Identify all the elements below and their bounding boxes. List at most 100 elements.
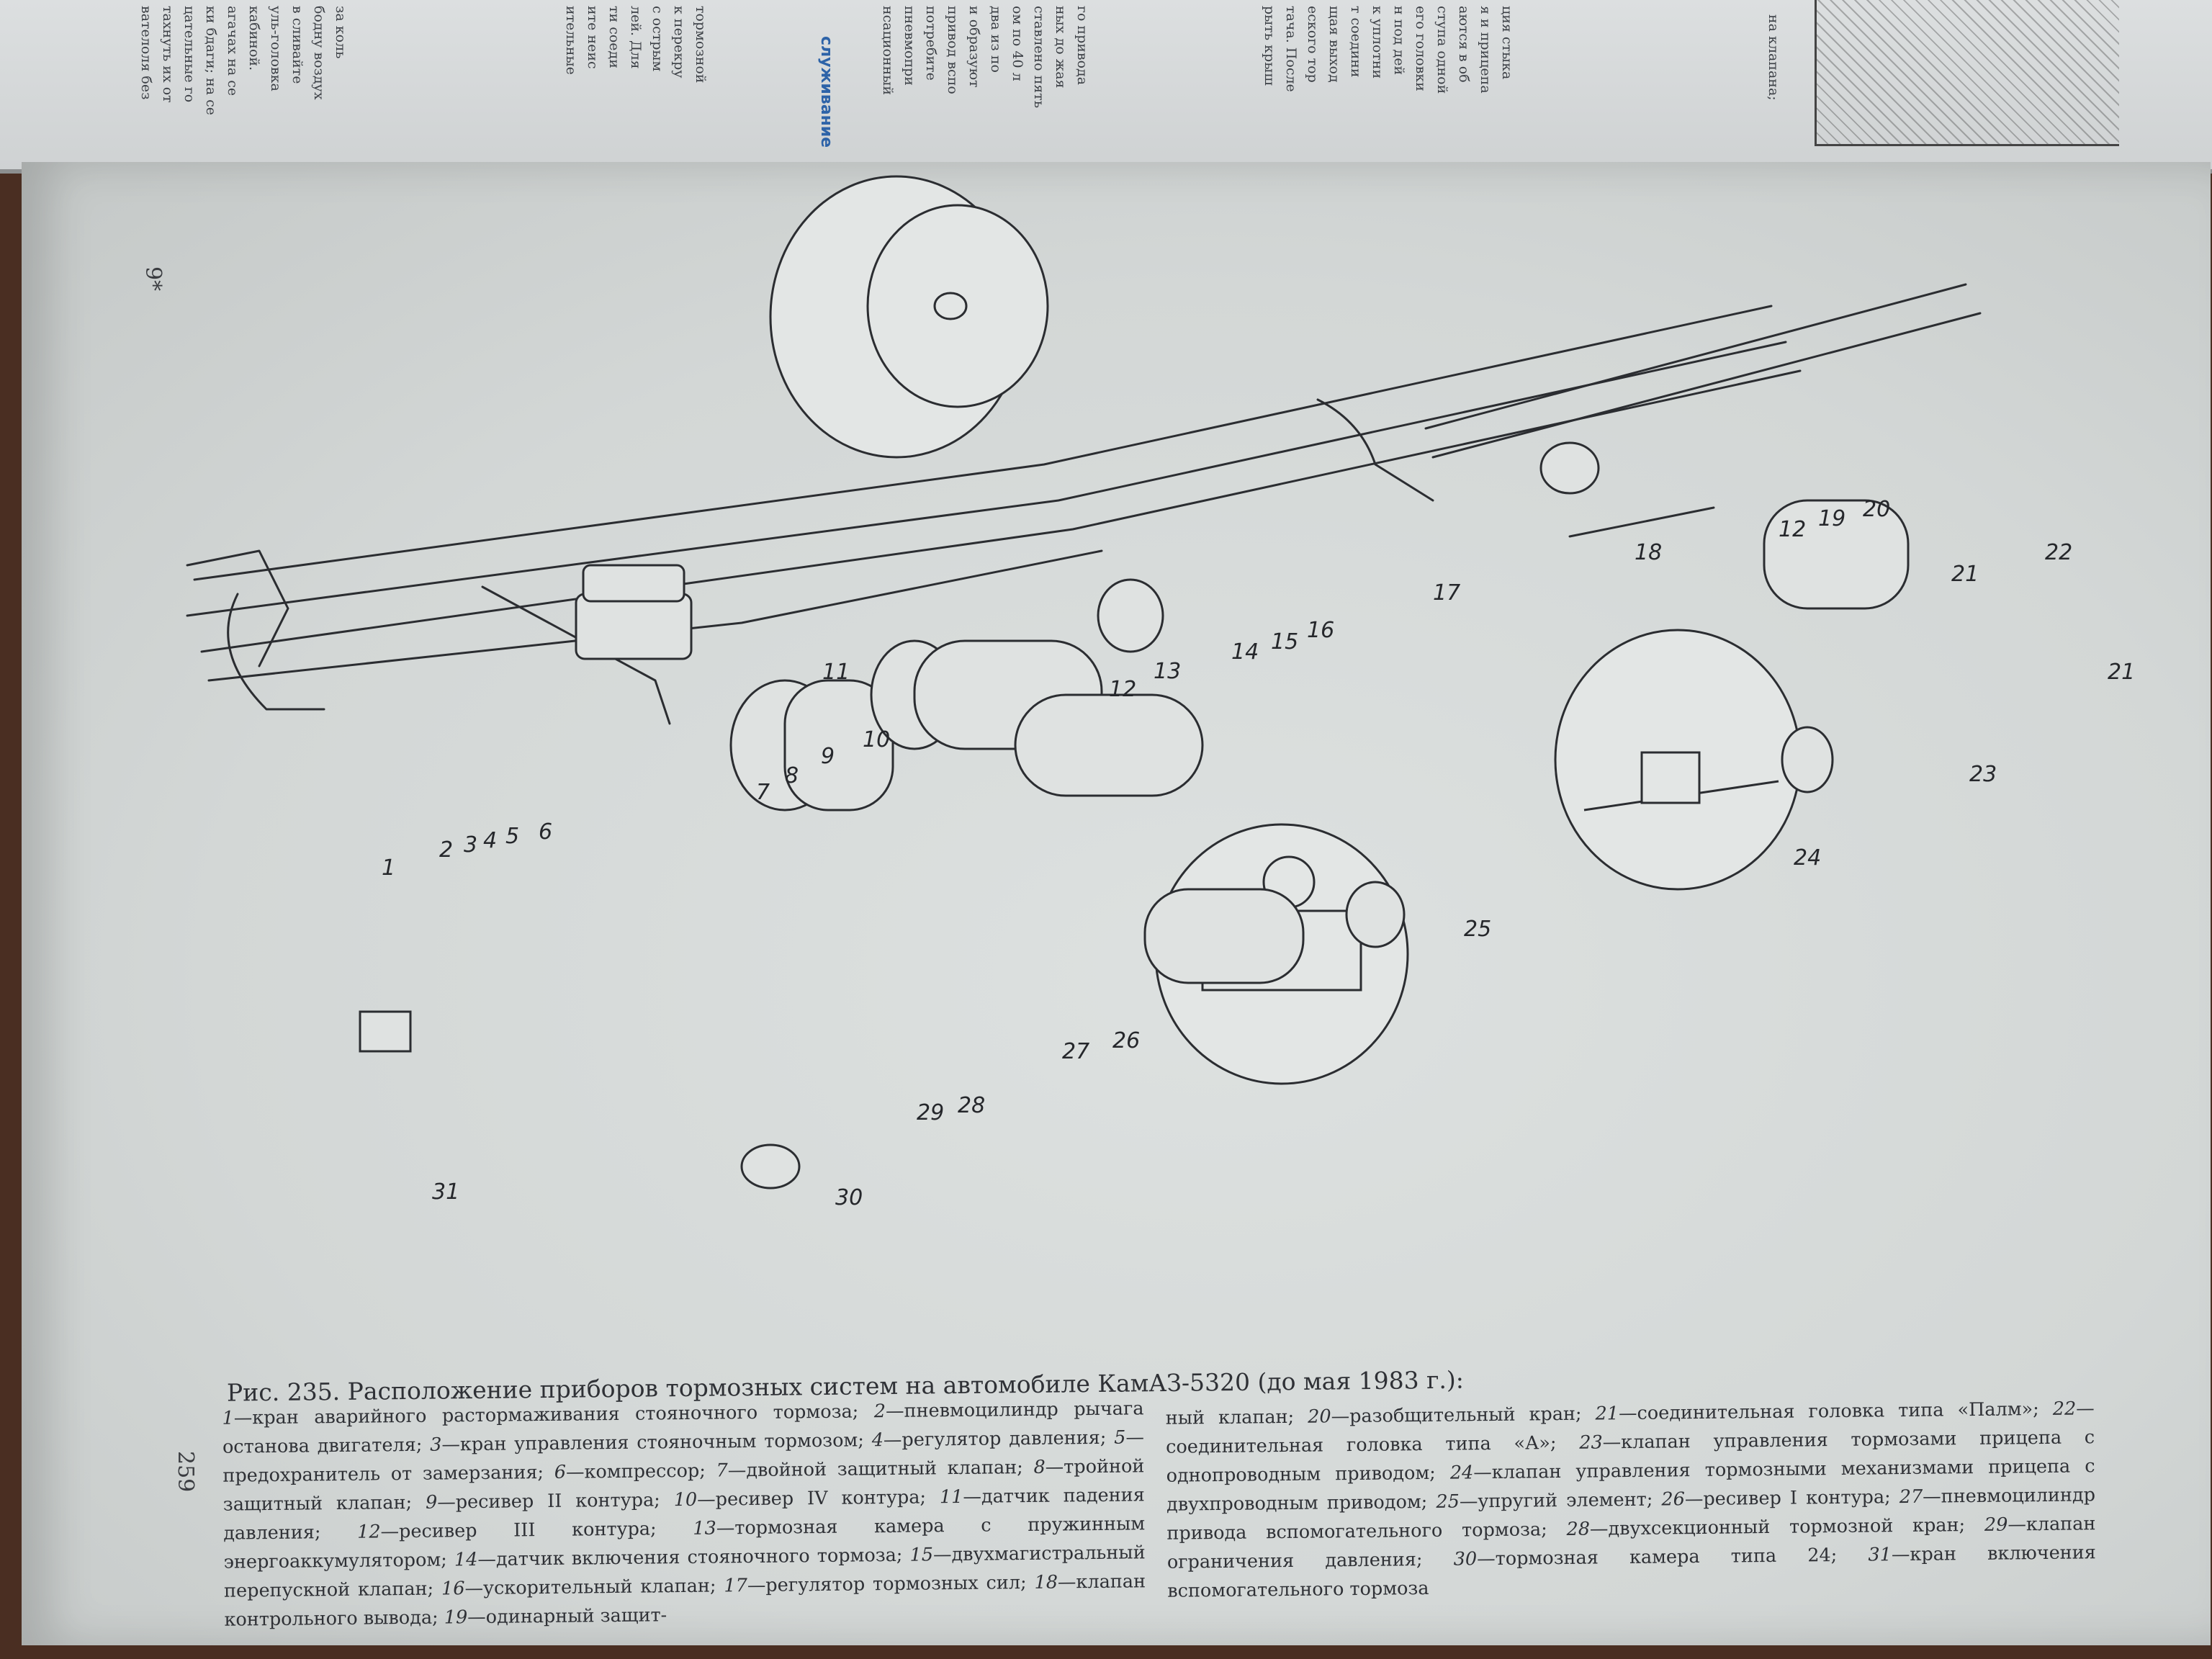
legend-text: —соединительная головка типа «Палм»; [1618,1398,2053,1425]
legend-item: 4—регулятор давления; [871,1427,1115,1452]
top-text-line: т соедини [1348,6,1364,78]
legend-text: —упругий элемент; [1459,1488,1662,1513]
legend-number: 12 [356,1521,381,1543]
sensor-center [933,292,968,320]
callout-4: 4 [483,828,497,853]
legend-number: 26 [1661,1488,1686,1511]
receiver-26 [1143,888,1305,984]
compressor-head [582,564,685,603]
legend-item: 10—ресивер IV контура; [674,1486,940,1511]
top-text-line: ти соеди [606,6,622,68]
legend-item: 12—ресивер III контура; [356,1518,693,1543]
pipe-main-upper [193,305,1773,581]
callout-1: 1 [382,855,395,881]
legend-number: 8 [1033,1456,1046,1478]
legend-number: 24 [1449,1462,1474,1484]
callout-22: 22 [2045,540,2072,565]
top-text-line: го привода [1074,6,1090,86]
callout-23: 23 [1969,762,1997,787]
top-text-line: уль-головка [268,6,284,91]
legend-number: 27 [1899,1485,1923,1509]
callout-31: 31 [432,1179,459,1205]
top-text-line: ительные [563,6,579,75]
top-text-line: вателоля без [138,6,154,100]
legend-text: —регулятор тормозных сил; [747,1571,1035,1597]
top-text-line: лей. Для [628,6,644,69]
pipe-rear-branch [1316,398,1434,502]
brake-chamber-front-right [1345,881,1406,948]
callout-12: 12 [1109,677,1136,702]
legend-item: 28—двухсекционный тормозной кран; [1566,1514,1984,1540]
pipe-to-chamber-30 [481,585,671,725]
top-text-line: ных до жая [1053,6,1069,89]
top-text-line: агачах на се [225,6,240,96]
legend-text: —ресивер II контура; [437,1489,674,1514]
callout-13: 13 [1154,659,1181,684]
legend-number: 22 [2052,1398,2077,1420]
top-text-line: потребите [923,6,939,81]
callout-15: 15 [1271,629,1298,655]
pipe-front-left [186,549,289,667]
callout-25: 25 [1464,917,1491,942]
top-text-line: нсационный [880,6,896,96]
legend-item: 30—тормозная камера типа 24; [1454,1545,1869,1570]
top-text-line: ступа одной [1434,6,1450,94]
legend-item: 20—разобщительный кран; [1308,1403,1596,1428]
legend-text: —ресивер I контура; [1684,1486,1899,1511]
brake-chamber-30 [740,1143,801,1190]
callout-30: 30 [835,1185,863,1210]
legend-item: ный клапан; [1166,1406,1308,1429]
legend-number: 28 [1566,1518,1591,1540]
legend-text: ный клапан; [1165,1406,1308,1429]
pipe-rear-upper [1424,283,1967,430]
legend-number: 7 [716,1460,728,1482]
legend-number: 4 [871,1429,884,1452]
callout-12: 12 [1779,517,1806,542]
pipe-rear-valve [1568,506,1715,538]
book-page: 9* 259 [22,162,2211,1645]
top-text-line: я и прицепа [1478,6,1493,94]
top-text-fragment: на клапана; [1766,14,1781,101]
crane-31 [359,1010,412,1053]
receiver-12-rear [1763,499,1910,610]
receiver-12-front [1014,693,1204,797]
legend-right-column: ный клапан; 20—разобщительный кран; 21—с… [1166,1394,2097,1605]
top-text-line: еского тор [1305,6,1321,83]
legend-number: 23 [1579,1431,1603,1454]
callout-11: 11 [822,660,850,685]
legend-number: 14 [454,1549,478,1571]
top-text-line: к уплотни [1370,6,1385,79]
legend-number: 31 [1868,1544,1892,1566]
top-text-line: два из по [988,6,1004,73]
legend-left-column: 1—кран аварийного растормаживания стояно… [222,1394,1146,1634]
legend-number: 13 [693,1517,716,1539]
pipe-main-lower [186,341,1787,617]
legend-number: 9 [425,1491,438,1514]
legend-number: 21 [1595,1403,1619,1425]
top-text-line: его головки [1413,6,1429,91]
legend-text: —одинарный защит- [467,1604,667,1629]
legend-text: —датчик включения стояночного тормоза; [477,1544,910,1571]
top-text-line: ция стыка [1499,6,1515,80]
callout-19: 19 [1818,506,1845,531]
callout-7: 7 [756,780,770,805]
legend-item: 7—двойной защитный клапан; [716,1457,1033,1482]
top-text-line: кабиной. [246,6,262,71]
legend-number: 16 [441,1578,465,1600]
legend-text: —компрессор; [565,1460,716,1483]
legend-number: 17 [724,1575,748,1597]
pipe-front-lower [207,549,1103,682]
legend-text: —кран управления стояночным тормозом; [441,1429,872,1456]
brake-chamber-rear-right [1781,726,1834,793]
callout-10: 10 [863,727,890,752]
top-text-line: н под дей [1391,6,1407,76]
legend-text: —двухсекционный тормозной кран; [1589,1514,1985,1540]
callout-21: 21 [2108,660,2135,685]
callout-2: 2 [439,837,453,863]
pipe-front-loop [227,593,325,711]
